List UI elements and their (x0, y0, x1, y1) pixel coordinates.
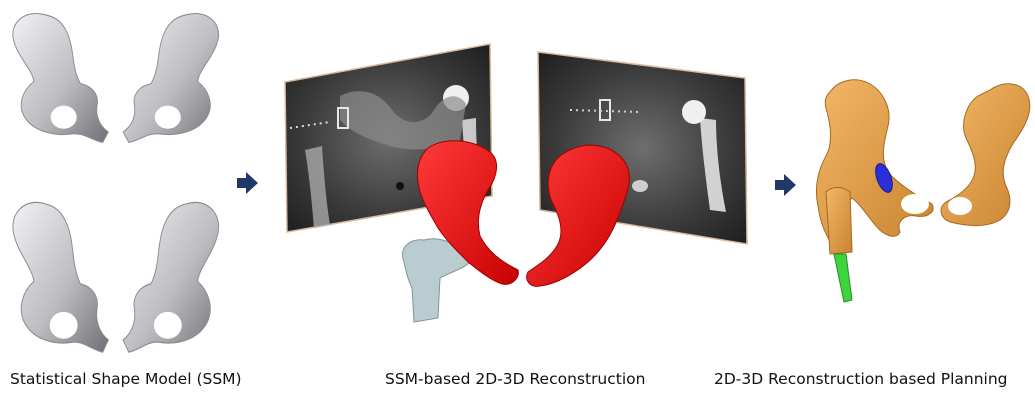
caption-planning: 2D-3D Reconstruction based Planning (714, 370, 1008, 388)
implant-stem (834, 254, 852, 302)
arrow-right-icon (237, 172, 258, 194)
ssm-pelvis-bottom (13, 202, 219, 352)
planning-pelvis-model (816, 80, 1029, 254)
caption-ssm: Statistical Shape Model (SSM) (10, 370, 242, 388)
caption-reconstruction: SSM-based 2D-3D Reconstruction (385, 370, 645, 388)
arrow-right-icon (775, 174, 796, 196)
ssm-pelvis-top (13, 13, 219, 142)
